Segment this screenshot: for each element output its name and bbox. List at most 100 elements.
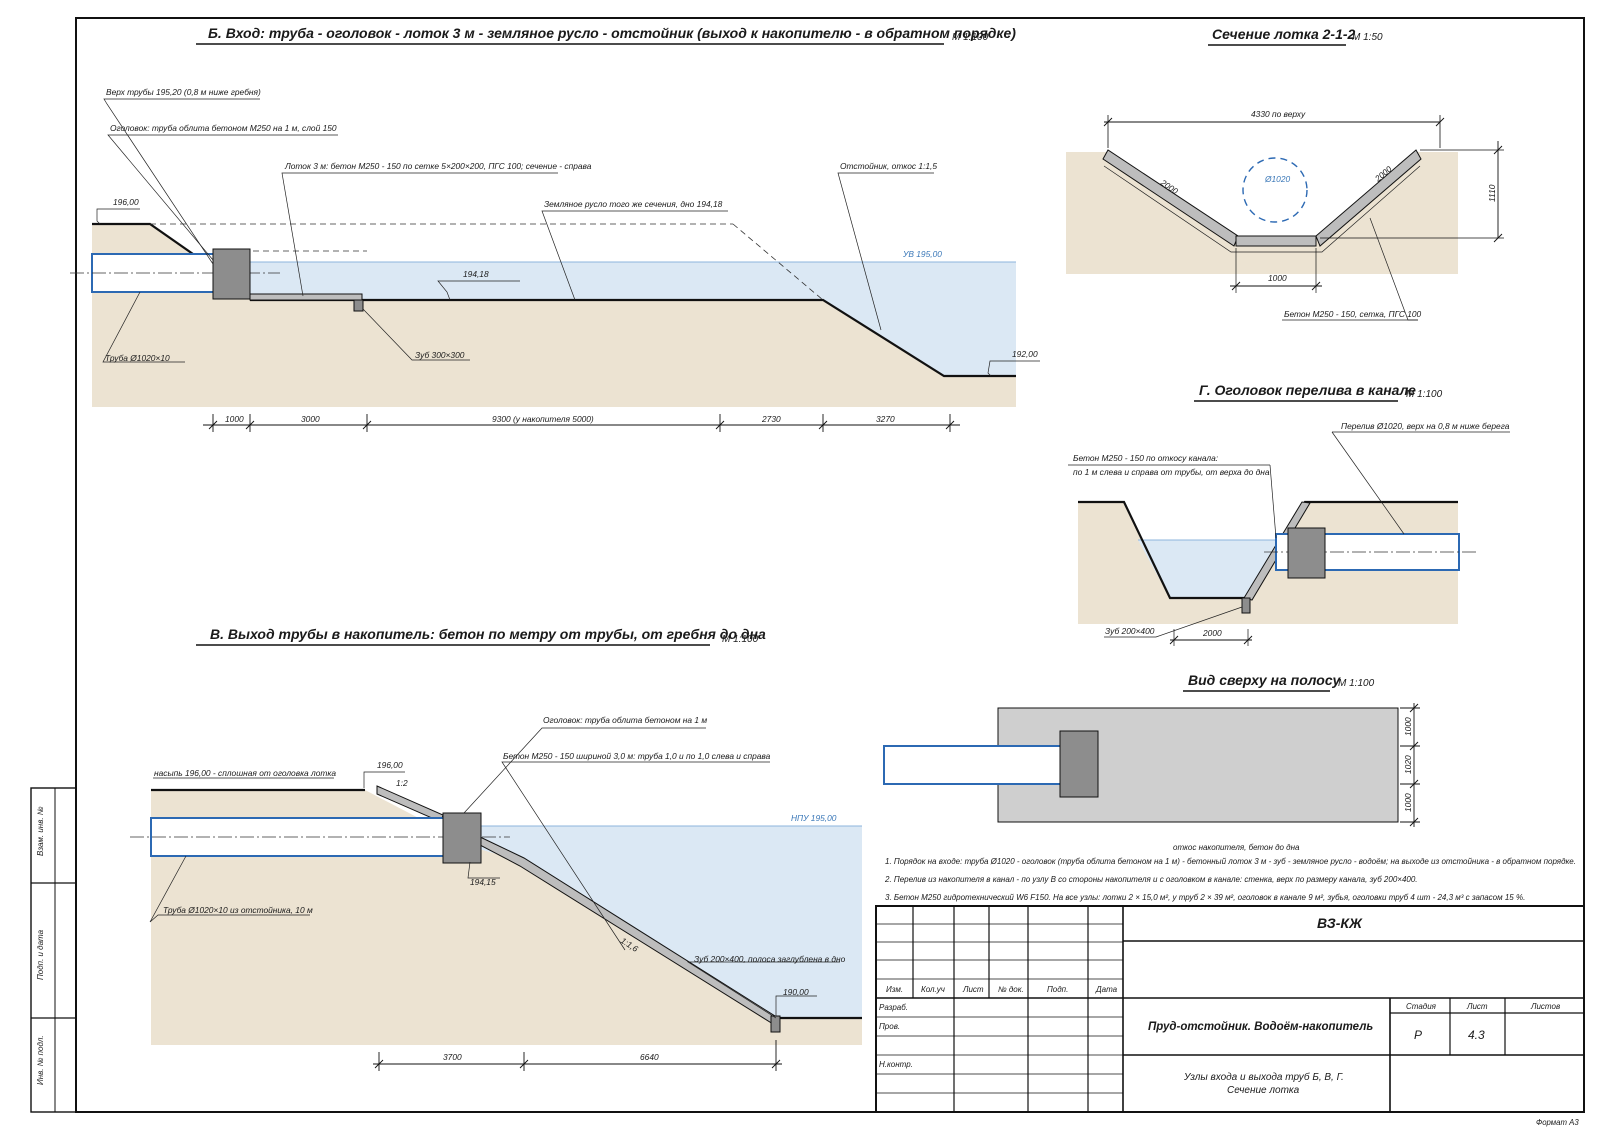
section-top-scale: М 1:100 (1338, 678, 1375, 689)
g-dim: 2000 (1202, 628, 1222, 638)
col-sign: Подп. (1047, 985, 1068, 994)
label-pipe-top: Верх трубы 195,20 (0,8 м ниже гребня) (106, 87, 261, 97)
tray-top-width: 4330 по верху (1251, 109, 1306, 119)
water-g (1138, 540, 1285, 598)
water-b (250, 262, 1016, 376)
section-b: Б. Вход: труба - оголовок - лоток 3 м - … (70, 25, 1040, 432)
top-dim-1: 1000 (1403, 717, 1413, 736)
section-v-dims: 3700 6640 (373, 1040, 782, 1071)
water-v (476, 826, 862, 1018)
tb-stage: Р (1414, 1028, 1422, 1042)
side-stamp: Взам. инв. № Подп. и дата Инв. № подл. (30, 787, 77, 1113)
tooth-b (353, 299, 364, 312)
dim-b-5: 3270 (876, 414, 895, 424)
stamp-sign: Подп. и дата (36, 929, 45, 980)
concrete-strip (997, 707, 1399, 823)
label-tooth: Зуб 300×300 (415, 350, 465, 360)
label-water-level: УВ 195,00 (902, 249, 942, 259)
tb-sheet-h: Лист (1466, 1002, 1488, 1011)
tb-desc-1: Узлы входа и выхода труб Б, В, Г. (1183, 1071, 1344, 1083)
label-crest: 196,00 (113, 197, 139, 207)
section-v-title: В. Выход трубы в накопитель: бетон по ме… (210, 626, 766, 642)
col-date: Дата (1095, 985, 1118, 994)
sheet-format: Формат А3 (1536, 1118, 1579, 1127)
section-b-dims: 1000 3000 9300 (у накопителя 5000) 2730 … (203, 414, 960, 432)
v-npu: НПУ 195,00 (791, 813, 837, 823)
col-kol: Кол.уч (921, 985, 945, 994)
section-top: Вид сверху на полосу М 1:100 1000 1020 1… (883, 672, 1420, 852)
section-g: Г. Оголовок перелива в канале М 1:100 Пе… (1068, 382, 1510, 646)
g-tooth: Зуб 200×400 (1105, 626, 1155, 636)
label-headwall: Оголовок: труба облита бетоном М250 на 1… (110, 123, 337, 133)
v-tooth: Зуб 200×400, полоса заглублена в дно (694, 954, 846, 964)
col-izm: Изм. (886, 985, 903, 994)
tb-sheet: 4.3 (1468, 1028, 1485, 1042)
tb-project: Пруд-отстойник. Водоём-накопитель (1148, 1021, 1373, 1033)
section-tray: Сечение лотка 2-1-2 М 1:50 4330 по верху… (1066, 26, 1504, 321)
dim-v-1: 3700 (443, 1052, 462, 1062)
v-bottom: 190,00 (783, 987, 809, 997)
section-b-title: Б. Вход: труба - оголовок - лоток 3 м - … (208, 25, 1016, 41)
tb-stage-h: Стадия (1406, 1002, 1437, 1011)
stamp-replace: Взам. инв. № (36, 806, 45, 856)
v-pipe-level: 194,15 (470, 877, 496, 887)
tray-height: 1110 (1487, 184, 1497, 202)
label-bottom: 194,18 (463, 269, 489, 279)
tray-bottom (1235, 235, 1317, 247)
tooth-g (1241, 597, 1251, 614)
dim-b-2: 3000 (301, 414, 320, 424)
v-pipe: Труба Ø1020×10 из отстойника, 10 м (163, 905, 313, 915)
v-concrete: Бетон М250 - 150 шириной 3,0 м: труба 1,… (503, 751, 771, 761)
dim-b-3: 9300 (у накопителя 5000) (492, 414, 594, 424)
top-dim-3: 1000 (1403, 793, 1413, 812)
col-doc: № док. (998, 985, 1024, 994)
soil-g (1078, 502, 1458, 624)
top-dim-2: 1020 (1403, 755, 1413, 774)
section-top-title: Вид сверху на полосу (1188, 672, 1341, 688)
headwall-b (212, 248, 251, 300)
tray-b (249, 293, 363, 301)
tray-bottom-width: 1000 (1268, 273, 1287, 283)
g-concrete-1: Бетон М250 - 150 по откосу канала: (1073, 453, 1218, 463)
section-v-scale: М 1:100 (722, 634, 759, 645)
dim-b-1: 1000 (225, 414, 244, 424)
sheet-frame (75, 17, 1585, 1113)
tray-pipe-dia: Ø1020 (1264, 174, 1290, 184)
pipe-circle (1242, 157, 1308, 223)
note-3: 3. Бетон М250 гидротехнический W6 F150. … (885, 893, 1525, 902)
dim-b-4: 2730 (761, 414, 781, 424)
label-pipe: Труба Ø1020×10 (105, 353, 170, 363)
soil-main (213, 268, 1016, 407)
label-settler: Отстойник, откос 1:1,5 (840, 161, 937, 171)
dim-v-2: 6640 (640, 1052, 659, 1062)
section-b-scale: М 1:100 (952, 32, 989, 43)
section-g-scale: М 1:100 (1406, 389, 1443, 400)
section-tray-title: Сечение лотка 2-1-2 (1212, 26, 1356, 42)
section-g-title: Г. Оголовок перелива в канале (1199, 382, 1416, 398)
label-tray: Лоток 3 м: бетон М250 - 150 по сетке 5×2… (284, 161, 592, 171)
role-dev: Разраб. (879, 1003, 908, 1012)
tb-desc-2: Сечение лотка (1227, 1085, 1300, 1096)
tb-sheets-h: Листов (1530, 1002, 1560, 1011)
top-caption: откос накопителя, бетон до дна (1173, 843, 1300, 852)
g-overflow: Перелив Ø1020, верх на 0,8 м ниже берега (1341, 421, 1510, 431)
headwall-v (442, 812, 482, 864)
col-list: Лист (962, 985, 984, 994)
role-norm: Н.контр. (879, 1060, 913, 1069)
title-block: Изм. Кол.уч Лист № док. Подп. Дата Разра… (875, 905, 1585, 1113)
section-tray-scale: М 1:50 (1352, 32, 1383, 43)
label-channel: Земляное русло того же сечения, дно 194,… (544, 199, 723, 209)
tooth-v (770, 1015, 781, 1033)
headwall-top (1059, 730, 1099, 798)
headwall-g (1287, 527, 1326, 579)
tray-concrete: Бетон М250 - 150, сетка, ПГС 100 (1284, 309, 1422, 319)
role-check: Пров. (879, 1022, 900, 1031)
soil-left (92, 224, 213, 407)
tb-code: ВЗ-КЖ (1317, 915, 1363, 931)
v-slope-top: 1:2 (396, 778, 408, 788)
section-v: В. Выход трубы в накопитель: бетон по ме… (130, 626, 862, 1071)
v-crest: 196,00 (377, 760, 403, 770)
note-1: 1. Порядок на входе: труба Ø1020 - оголо… (885, 857, 1576, 866)
v-headwall: Оголовок: труба облита бетоном на 1 м (543, 715, 707, 725)
